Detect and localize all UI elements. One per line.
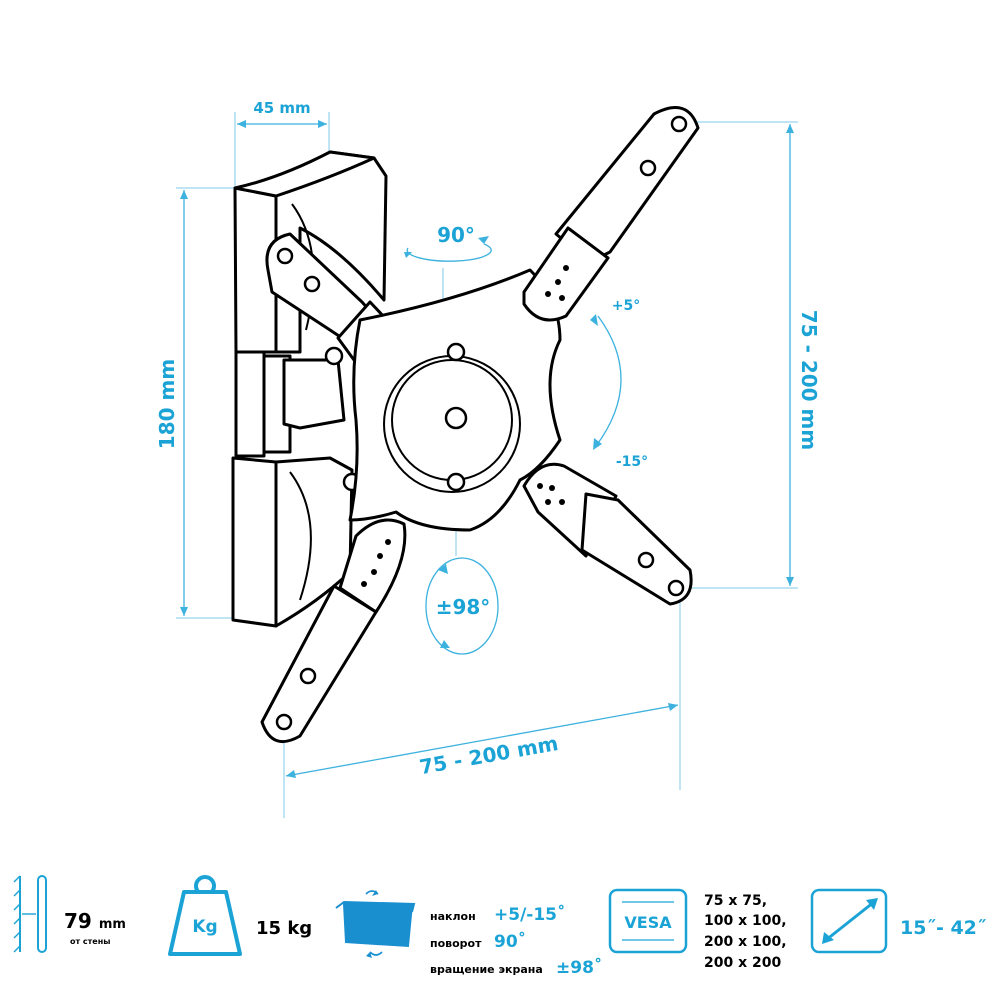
rotate-spec-value: ±98˚ (556, 956, 602, 978)
screen-size-value: 15˝- 42˝ (900, 917, 987, 939)
svg-text:79 mm: 79 mm (64, 909, 126, 933)
wall-distance-icon (13, 875, 47, 953)
depth-label: 45 mm (253, 99, 310, 117)
tilt-up-label: +5° (612, 298, 640, 314)
dimension-lines (176, 112, 798, 818)
motion-arrows (404, 236, 622, 655)
tilt-spec-value: +5/-15˚ (494, 903, 566, 925)
weight-icon (168, 875, 242, 956)
wall-distance-caption: от стены (70, 937, 110, 946)
arm-lower-left (260, 518, 407, 744)
wall-distance-value: 79 (64, 909, 92, 933)
vesa-badge: VESA (624, 913, 672, 932)
swivel-spec-label: поворот (430, 937, 482, 950)
vesa-vertical-label: 75 - 200 mm (797, 310, 821, 450)
swivel-spec-value: 90˚ (494, 930, 526, 952)
wall-plate (231, 150, 388, 628)
tilt-spec-label: наклон (430, 910, 476, 923)
rotate-spec-label: вращение экрана (430, 963, 543, 976)
swivel-label: 90° (437, 223, 475, 247)
vesa-size-1: 75 x 75, (704, 893, 767, 909)
arm-lower-right (522, 462, 693, 606)
weight-badge: Kg (192, 917, 217, 937)
rotate-label: ±98° (436, 595, 491, 619)
tilt-down-label: -15° (616, 454, 648, 470)
vesa-size-3: 200 x 100, (704, 934, 787, 950)
screen-size-icon (810, 888, 888, 954)
screen-motion-icon (335, 890, 416, 958)
wall-distance-unit: mm (99, 917, 126, 932)
vesa-horizontal-label: 75 - 200 mm (418, 731, 560, 779)
vesa-icon (608, 888, 688, 954)
arm-upper-right (522, 106, 700, 322)
vesa-size-4: 200 x 200 (704, 955, 781, 971)
weight-value: 15 kg (256, 918, 312, 939)
height-label: 180 mm (155, 359, 179, 449)
vesa-size-2: 100 x 100, (704, 913, 787, 929)
